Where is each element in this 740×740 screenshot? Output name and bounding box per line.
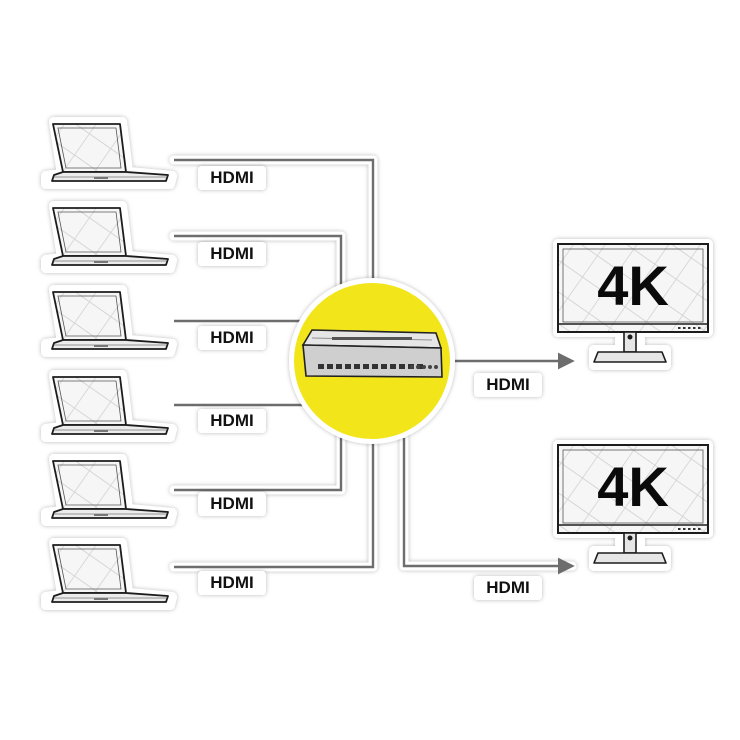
indicator-led (416, 365, 420, 369)
resolution-text: 4K (597, 455, 669, 518)
laptop-icon (46, 543, 172, 605)
hdmi-label: HDMI (210, 168, 253, 187)
hdmi-label: HDMI (210, 411, 253, 430)
matrix-switch-icon (303, 330, 442, 377)
output-wire-2 (404, 438, 572, 566)
monitor-4k-1: 4K (558, 244, 708, 365)
port (390, 364, 396, 369)
indicator-led (410, 365, 414, 369)
port (327, 364, 333, 369)
laptop-icon (46, 375, 172, 437)
laptop-icon (46, 206, 172, 268)
input-label-1: HDMI (198, 166, 266, 190)
port (318, 364, 324, 369)
port (363, 364, 369, 369)
hdmi-label: HDMI (210, 494, 253, 513)
input-label-4: HDMI (198, 409, 266, 433)
hdmi-label: HDMI (210, 244, 253, 263)
hdmi-label: HDMI (486, 375, 529, 394)
output-label-2: HDMI (474, 576, 542, 600)
hdmi-label: HDMI (210, 328, 253, 347)
laptop-icon (46, 290, 172, 352)
port (345, 364, 351, 369)
port (336, 364, 342, 369)
output-monitors: 4K 4K (558, 244, 708, 566)
indicator-led (434, 365, 438, 369)
matrix-switch-hub (289, 278, 455, 444)
port (372, 364, 378, 369)
monitor-4k-2: 4K (558, 445, 708, 566)
indicator-led (422, 365, 426, 369)
hdmi-label: HDMI (210, 573, 253, 592)
input-label-3: HDMI (198, 326, 266, 350)
port (399, 364, 405, 369)
hdmi-label: HDMI (486, 578, 529, 597)
laptop-icon (46, 459, 172, 521)
output-label-1: HDMI (474, 373, 542, 397)
indicator-led (428, 365, 432, 369)
input-wire-5 (174, 430, 341, 490)
input-label-6: HDMI (198, 571, 266, 595)
port (381, 364, 387, 369)
input-label-5: HDMI (198, 492, 266, 516)
resolution-text: 4K (597, 254, 669, 317)
port (354, 364, 360, 369)
input-label-2: HDMI (198, 242, 266, 266)
input-laptops (46, 122, 172, 605)
laptop-icon (46, 122, 172, 184)
